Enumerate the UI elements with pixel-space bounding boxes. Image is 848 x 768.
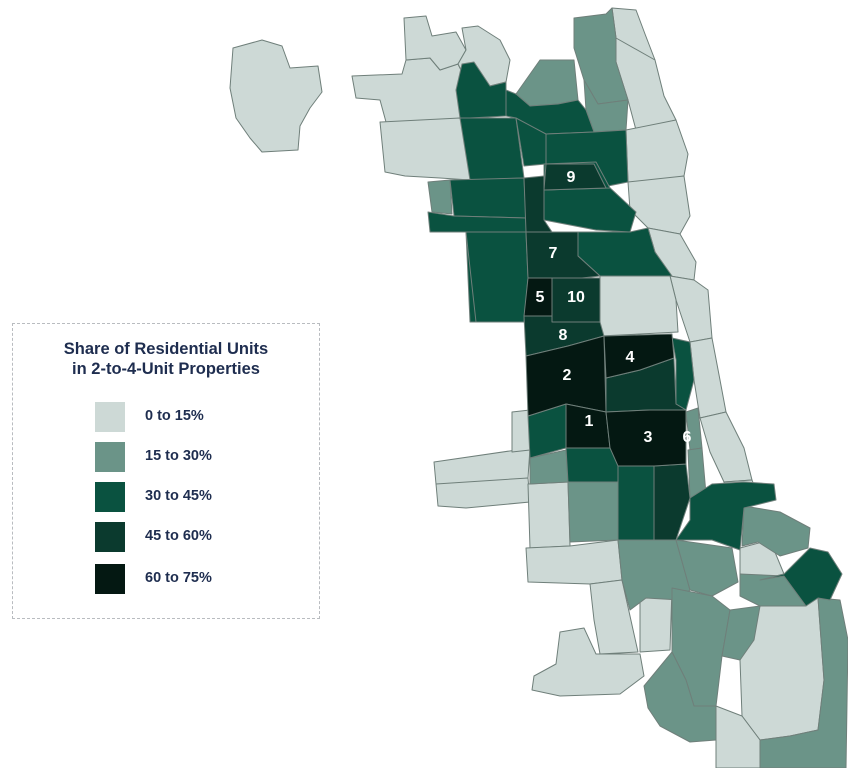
area-south-deering [759, 547, 843, 607]
rank-label-1: 1 [585, 413, 594, 430]
area-archer-heights [511, 409, 531, 453]
area-east-side [759, 597, 848, 768]
rank-label-10: 10 [567, 289, 585, 306]
area-irving-park [523, 175, 553, 233]
area-belmont-cragin [465, 231, 529, 323]
legend-item-0-15: 0 to 15% [95, 402, 295, 432]
legend-label: 45 to 60% [145, 528, 212, 544]
legend-label: 15 to 30% [145, 448, 212, 464]
area-morgan-park [531, 627, 645, 697]
area-douglas [699, 411, 753, 483]
area-lake-view [627, 175, 691, 235]
area-washington-heights [643, 651, 717, 743]
legend-swatch [95, 564, 125, 594]
area-northwest-2 [379, 117, 471, 181]
area-northwest-1 [351, 57, 471, 125]
area-chicago-lawn [567, 481, 619, 543]
legend-swatch [95, 482, 125, 512]
legend-label: 30 to 45% [145, 488, 212, 504]
area-forest-glen [515, 59, 579, 107]
map-legend: Share of Residential Units in 2-to-4-Uni… [12, 323, 320, 619]
rank-label-4: 4 [626, 349, 635, 366]
rank-label-5: 5 [536, 289, 545, 306]
area-chatham [675, 539, 739, 597]
area-avondale [543, 185, 637, 233]
area-west-lawn [527, 481, 571, 549]
rank-label-6: 6 [683, 429, 692, 446]
legend-title: Share of Residential Units in 2-to-4-Uni… [13, 339, 319, 379]
legend-title-line-1: Share of Residential Units [63, 340, 269, 358]
area-loop-south [689, 337, 727, 419]
area-clearing [435, 477, 531, 509]
area-west-ridge [573, 7, 629, 105]
legend-swatch [95, 402, 125, 432]
legend-swatch [95, 522, 125, 552]
rank-label-2: 2 [563, 367, 572, 384]
area-uptown [625, 119, 689, 183]
area-new-city [565, 447, 619, 483]
legend-item-30-45: 30 to 45% [95, 482, 295, 512]
legend-swatch [95, 442, 125, 472]
area-north-park [505, 89, 595, 135]
area-rank-4 [603, 333, 675, 379]
area-pullman [721, 605, 761, 661]
rank-label-7: 7 [549, 245, 558, 262]
area-west-town [599, 275, 679, 337]
area-rank-5 [523, 277, 553, 317]
legend-title-line-2: in 2-to-4-Unit Properties [72, 360, 260, 378]
area-dunning-edge [427, 179, 453, 215]
rank-label-9: 9 [567, 169, 576, 186]
legend-item-45-60: 45 to 60% [95, 522, 295, 552]
area-englewood [617, 465, 655, 541]
rank-label-3: 3 [644, 429, 653, 446]
legend-label: 60 to 75% [145, 570, 212, 586]
area-portage-park [459, 117, 525, 181]
area-woodlawn [675, 481, 777, 551]
rank-label-8: 8 [559, 327, 568, 344]
area-ohare [229, 39, 323, 153]
area-dunning [449, 177, 527, 219]
legend-label: 0 to 15% [145, 408, 204, 424]
legend-item-60-75: 60 to 75% [95, 564, 295, 594]
area-rank-9 [543, 163, 607, 191]
area-rank-3 [605, 409, 687, 467]
area-south-shore [741, 505, 811, 557]
legend-item-15-30: 15 to 30% [95, 442, 295, 472]
